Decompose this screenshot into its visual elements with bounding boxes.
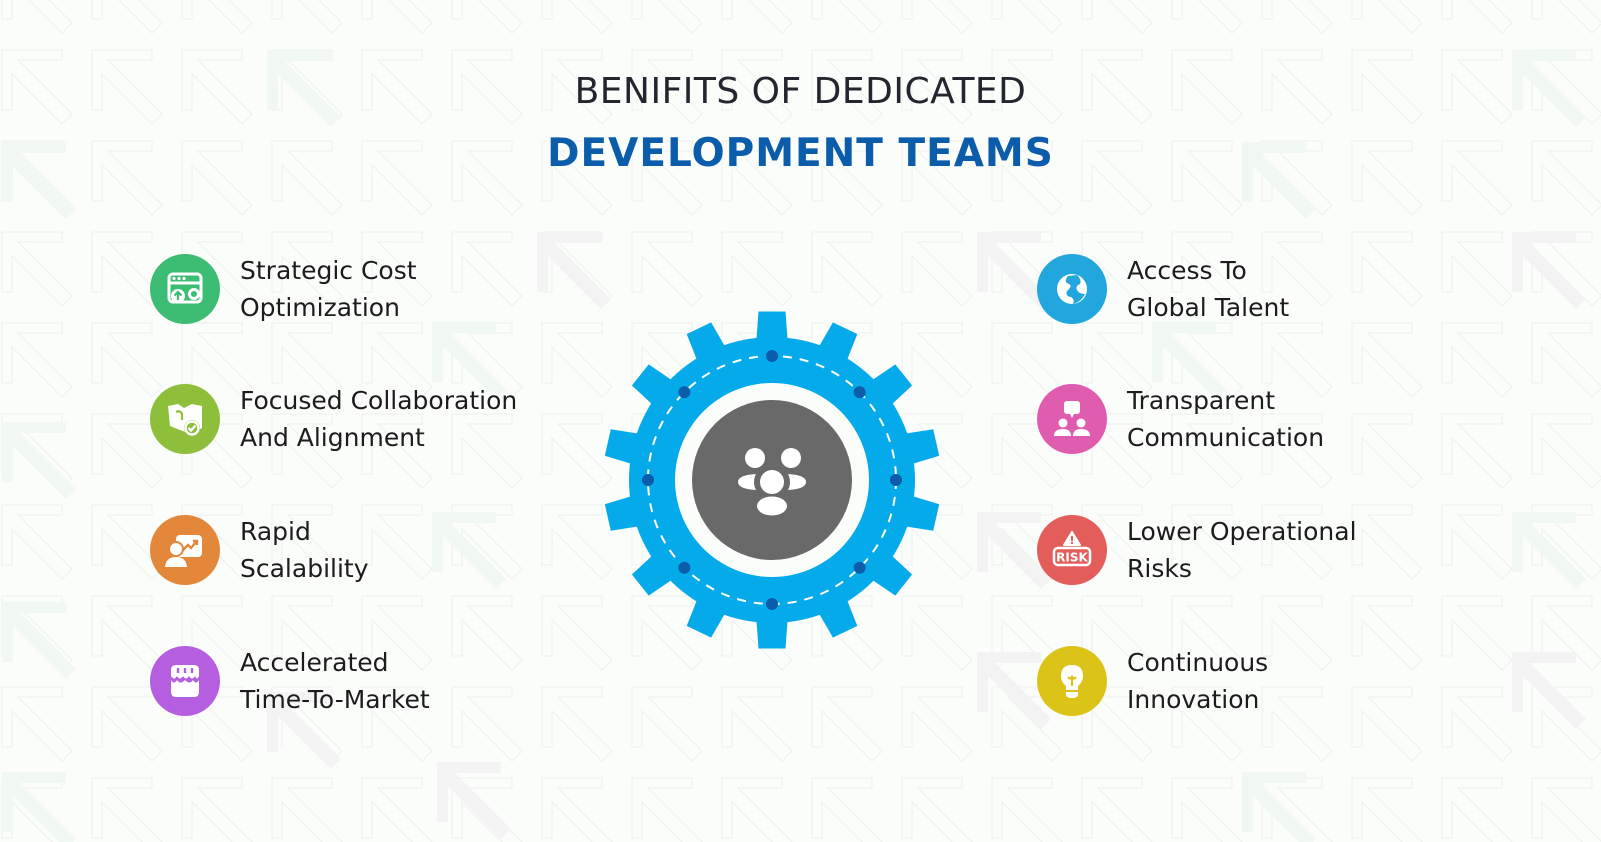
lightbulb-icon <box>1037 646 1107 716</box>
benefit-label-line-2: Innovation <box>1127 685 1260 714</box>
benefit-label-line-1: Access To <box>1127 256 1247 285</box>
benefit-transparent-communication: Transparent Communication <box>1037 382 1324 456</box>
title-line-1: BENIFITS OF DEDICATED <box>574 71 1027 112</box>
growth-presentation-icon <box>150 515 220 585</box>
benefit-focused-collaboration: Focused Collaboration And Alignment <box>150 382 517 456</box>
globe-icon <box>1037 254 1107 324</box>
benefit-label-line-1: Transparent <box>1127 386 1276 415</box>
benefit-label: Transparent Communication <box>1127 382 1324 456</box>
gear-dots <box>642 350 902 610</box>
storefront-icon <box>150 646 220 716</box>
central-gear <box>602 310 942 650</box>
benefit-label: Accelerated Time-To-Market <box>240 644 430 718</box>
benefit-label-line-2: Scalability <box>240 554 369 583</box>
benefit-label-line-1: Lower Operational <box>1127 517 1357 546</box>
benefit-label-line-1: Rapid <box>240 517 311 546</box>
benefit-label: Continuous Innovation <box>1127 644 1268 718</box>
benefit-lower-operational-risks: RISK Lower Operational Risks <box>1037 513 1357 587</box>
benefit-accelerated-time-to-market: Accelerated Time-To-Market <box>150 644 430 718</box>
benefit-label-line-2: Time-To-Market <box>240 685 430 714</box>
benefit-label: Lower Operational Risks <box>1127 513 1357 587</box>
benefit-label-line-1: Accelerated <box>240 648 389 677</box>
benefit-continuous-innovation: Continuous Innovation <box>1037 644 1268 718</box>
handshake-check-icon <box>150 384 220 454</box>
benefit-rapid-scalability: Rapid Scalability <box>150 513 369 587</box>
svg-text:RISK: RISK <box>1056 551 1088 565</box>
gear-icon <box>604 311 940 649</box>
benefit-label-line-1: Strategic Cost <box>240 256 417 285</box>
benefit-label: Strategic Cost Optimization <box>240 252 417 326</box>
benefit-label: Focused Collaboration And Alignment <box>240 382 517 456</box>
benefit-label: Access To Global Talent <box>1127 252 1289 326</box>
benefit-label-line-2: And Alignment <box>240 423 425 452</box>
team-icon <box>738 448 806 516</box>
benefit-label-line-2: Communication <box>1127 423 1325 452</box>
infographic-title: BENIFITS OF DEDICATED DEVELOPMENT TEAMS <box>0 66 1601 184</box>
benefit-access-global-talent: Access To Global Talent <box>1037 252 1289 326</box>
title-line-2: DEVELOPMENT TEAMS <box>547 131 1054 176</box>
benefit-label-line-2: Optimization <box>240 293 400 322</box>
communication-icon <box>1037 384 1107 454</box>
benefit-strategic-cost-optimization: Strategic Cost Optimization <box>150 252 417 326</box>
benefit-label-line-2: Risks <box>1127 554 1192 583</box>
benefit-label-line-1: Focused Collaboration <box>240 386 518 415</box>
benefit-label-line-1: Continuous <box>1127 648 1269 677</box>
benefit-label-line-2: Global Talent <box>1127 293 1290 322</box>
risk-warning-icon: RISK <box>1037 515 1107 585</box>
benefit-label: Rapid Scalability <box>240 513 369 587</box>
cost-optimization-icon <box>150 254 220 324</box>
